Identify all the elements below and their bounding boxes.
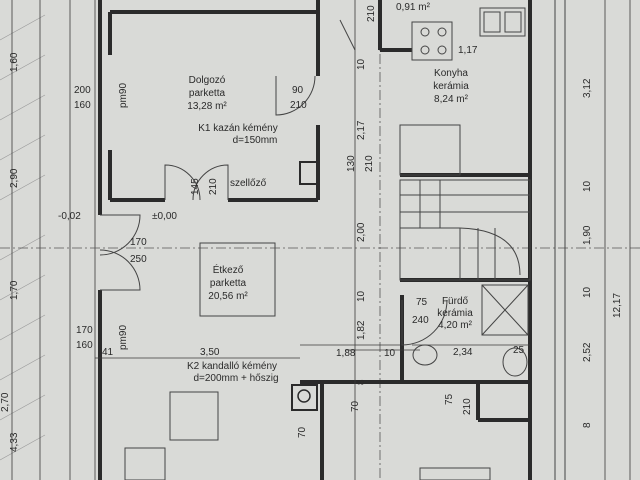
walls — [98, 0, 532, 480]
bath-name: Fürdő — [442, 296, 469, 307]
dim-8-center: 8 — [356, 379, 367, 385]
doors — [99, 19, 448, 346]
dim-290-left: 2,90 — [9, 168, 20, 188]
armchair — [169, 391, 219, 441]
dim-234: 2,34 — [453, 347, 473, 358]
vent-label: szellőző — [230, 178, 267, 189]
dim-210-door: 210 — [208, 178, 219, 195]
dim-240: 240 — [412, 315, 429, 326]
bath-floor: kerámia — [437, 308, 473, 319]
bath-fixtures — [412, 284, 529, 377]
exterior-hatching — [0, 14, 46, 461]
top-area: 0,91 m² — [396, 2, 431, 13]
dim-433-left: 4,33 — [9, 432, 20, 452]
dim-8-right: 8 — [582, 422, 593, 428]
office-name: Dolgozó — [189, 75, 226, 86]
dim-90: 90 — [292, 85, 304, 96]
dim-182: 1,82 — [356, 320, 367, 340]
dim-350: 3,50 — [200, 347, 220, 358]
level-zero: ±0,00 — [152, 211, 177, 222]
dim-1217: 12,17 — [612, 293, 623, 318]
dim-75-bottom: 75 — [444, 393, 455, 405]
dim-250: 250 — [130, 254, 147, 265]
dim-160-lower: 160 — [76, 340, 93, 351]
dim-70-a: 70 — [350, 400, 361, 412]
office-area: 13,28 m² — [187, 101, 227, 112]
dim-210: 210 — [290, 100, 307, 111]
dining-name: Étkező — [213, 263, 244, 276]
dim-200-center: 2,00 — [356, 222, 367, 242]
dim-190: 1,90 — [582, 225, 593, 245]
kitchen-floor: kerámia — [433, 81, 469, 92]
dining-floor: parketta — [210, 278, 247, 289]
bed — [419, 467, 491, 480]
dim-41: 41 — [102, 347, 114, 358]
sofa — [124, 447, 166, 480]
kitchen-name: Konyha — [434, 68, 468, 79]
dim-170-lower: 170 — [76, 325, 93, 336]
k1-label: K1 kazán kémény — [198, 123, 278, 134]
dim-160: 160 — [74, 100, 91, 111]
office-floor: parketta — [189, 88, 226, 99]
k1-chimney — [299, 161, 319, 185]
dim-70-b: 70 — [297, 426, 308, 438]
dim-210-top: 210 — [366, 5, 377, 22]
dim-145: 145 — [190, 178, 201, 195]
dim-210-bottom: 210 — [462, 398, 473, 415]
vertical-dimensions: 1,60 2,90 1,70 2,70 4,33 pm90 pm90 2,17 … — [0, 5, 623, 452]
pm90-lower: pm90 — [118, 325, 129, 350]
dim-10-c: 10 — [356, 290, 367, 302]
level-minus: -0,02 — [58, 211, 81, 222]
dim-10-right: 10 — [582, 286, 593, 298]
dim-117: 1,17 — [458, 45, 478, 56]
k1-diameter: d=150mm — [233, 135, 278, 146]
dim-170-left: 1,70 — [9, 280, 20, 300]
dim-130: 130 — [346, 155, 357, 172]
dim-25: 25 — [513, 345, 525, 356]
dim-10-bottom: 10 — [384, 348, 396, 359]
dim-270-left: 2,70 — [0, 392, 11, 412]
kitchen-area: 8,24 m² — [434, 94, 469, 105]
dim-10-a: 10 — [356, 58, 367, 70]
dim-188: 1,88 — [336, 348, 356, 359]
dining-area: 20,56 m² — [208, 291, 248, 302]
dim-200: 200 — [74, 85, 91, 96]
dining-table — [199, 242, 276, 317]
dim-217: 2,17 — [356, 120, 367, 140]
k2-label: K2 kandalló kémény — [187, 361, 277, 372]
k2-chimney — [291, 384, 318, 411]
dim-75: 75 — [416, 297, 428, 308]
dim-210-center: 210 — [364, 155, 375, 172]
dim-312: 3,12 — [582, 78, 593, 98]
staircase — [399, 179, 531, 281]
pm90-upper: pm90 — [118, 83, 129, 108]
dim-10-b: 10 — [582, 180, 593, 192]
dim-160-left: 1,60 — [9, 52, 20, 72]
kitchen-fixtures — [399, 7, 526, 176]
dim-252: 2,52 — [582, 342, 593, 362]
bath-area: 4,20 m² — [438, 320, 473, 331]
dim-170: 170 — [130, 237, 147, 248]
k2-diameter: d=200mm + hőszig — [193, 373, 278, 384]
